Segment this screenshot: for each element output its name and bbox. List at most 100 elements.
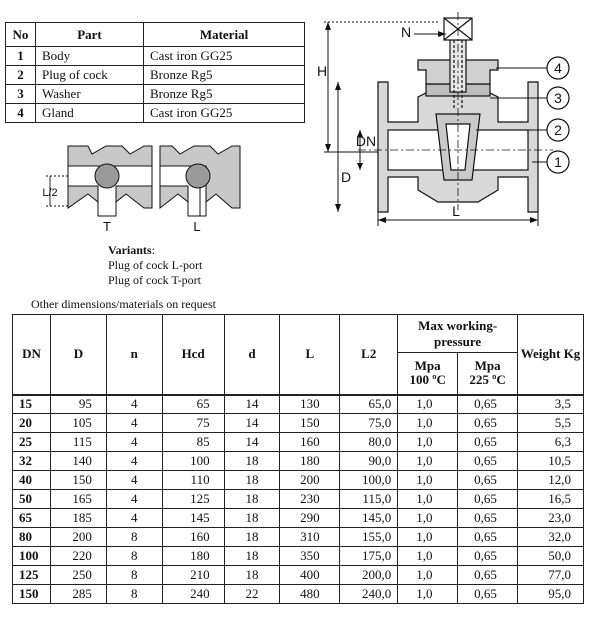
dims-cell-dn: 65 bbox=[12, 508, 51, 528]
dims-cell-weight: 77,0 bbox=[517, 565, 584, 585]
dims-cell-mpa-225: 0,65 bbox=[457, 393, 519, 414]
dims-cell-dsmall: 18 bbox=[223, 546, 281, 566]
variant-item-t-port: Plug of cock T-port bbox=[108, 273, 201, 287]
dims-cell-d: 140 bbox=[49, 451, 107, 471]
dims-cell-mpa-100: 1,0 bbox=[397, 432, 459, 452]
dims-cell-dn: 20 bbox=[12, 413, 51, 433]
dims-cell-hcd: 160 bbox=[161, 527, 225, 547]
dims-cell-d: 185 bbox=[49, 508, 107, 528]
dims-header-d: D bbox=[49, 314, 107, 395]
parts-cell-no: 2 bbox=[5, 65, 36, 85]
dims-cell-n: 4 bbox=[105, 489, 163, 509]
dims-header-mpa-225: Mpa 225 ºC bbox=[457, 352, 519, 395]
dims-cell-weight: 6,3 bbox=[517, 432, 584, 452]
dims-header-hcd: Hcd bbox=[161, 314, 225, 395]
dim-l2-label: L/2 bbox=[42, 187, 57, 199]
dims-cell-d: 150 bbox=[49, 470, 107, 490]
dims-cell-mpa-225: 0,65 bbox=[457, 565, 519, 585]
dims-cell-d: 200 bbox=[49, 527, 107, 547]
parts-cell-no: 3 bbox=[5, 84, 36, 104]
dims-cell-mpa-100: 1,0 bbox=[397, 546, 459, 566]
dims-cell-mpa-100: 1,0 bbox=[397, 508, 459, 528]
dims-cell-weight: 3,5 bbox=[517, 393, 584, 414]
dims-cell-mpa-225: 0,65 bbox=[457, 527, 519, 547]
dims-cell-l2: 155,0 bbox=[339, 527, 399, 547]
dims-cell-dn: 40 bbox=[12, 470, 51, 490]
dims-cell-hcd: 85 bbox=[161, 432, 225, 452]
dims-cell-d: 220 bbox=[49, 546, 107, 566]
dims-cell-n: 8 bbox=[105, 584, 163, 604]
dims-cell-weight: 95,0 bbox=[517, 584, 584, 604]
dims-cell-hcd: 180 bbox=[161, 546, 225, 566]
parts-cell-part: Plug of cock bbox=[35, 65, 144, 85]
dims-header-mpa-100-unit: Mpa bbox=[414, 358, 441, 374]
parts-header-no: No bbox=[5, 22, 36, 47]
dims-cell-dsmall: 14 bbox=[223, 413, 281, 433]
dims-cell-dsmall: 22 bbox=[223, 584, 281, 604]
dims-cell-l2: 175,0 bbox=[339, 546, 399, 566]
callout-1: 1 bbox=[554, 154, 562, 170]
dims-cell-hcd: 75 bbox=[161, 413, 225, 433]
dims-cell-l: 150 bbox=[279, 413, 341, 433]
dim-d-label: D bbox=[341, 169, 351, 185]
dims-cell-mpa-100: 1,0 bbox=[397, 451, 459, 471]
dims-cell-l2: 240,0 bbox=[339, 584, 399, 604]
parts-header-material: Material bbox=[143, 22, 305, 47]
dim-l-label: L bbox=[452, 203, 460, 219]
parts-cell-material: Bronze Rg5 bbox=[143, 84, 305, 104]
dims-cell-weight: 16,5 bbox=[517, 489, 584, 509]
parts-cell-no: 1 bbox=[5, 46, 36, 66]
dims-cell-dsmall: 18 bbox=[223, 451, 281, 471]
valve-cross-section-drawing: N H DN D L 4 3 2 1 bbox=[318, 12, 570, 226]
dims-header-mpa-225-unit: Mpa bbox=[474, 358, 501, 374]
dims-cell-n: 4 bbox=[105, 413, 163, 433]
dims-cell-l: 180 bbox=[279, 451, 341, 471]
dims-cell-dn: 32 bbox=[12, 451, 51, 471]
dims-cell-mpa-100: 1,0 bbox=[397, 584, 459, 604]
variants-heading: Variants bbox=[108, 243, 152, 257]
dims-cell-hcd: 125 bbox=[161, 489, 225, 509]
dims-cell-l: 350 bbox=[279, 546, 341, 566]
dims-cell-weight: 23,0 bbox=[517, 508, 584, 528]
dims-cell-dsmall: 18 bbox=[223, 527, 281, 547]
dims-cell-weight: 50,0 bbox=[517, 546, 584, 566]
dims-cell-l: 290 bbox=[279, 508, 341, 528]
dims-cell-n: 8 bbox=[105, 527, 163, 547]
parts-cell-part: Washer bbox=[35, 84, 144, 104]
dims-cell-n: 4 bbox=[105, 451, 163, 471]
dims-cell-hcd: 100 bbox=[161, 451, 225, 471]
dimensions-table: DN D n Hcd d L L2 Max working-pressure W… bbox=[12, 314, 584, 604]
dims-cell-dn: 25 bbox=[12, 432, 51, 452]
t-port-label: T bbox=[103, 219, 111, 234]
dimensions-note: Other dimensions/materials on request bbox=[31, 297, 216, 311]
dims-cell-mpa-225: 0,65 bbox=[457, 489, 519, 509]
callout-4: 4 bbox=[554, 60, 562, 76]
dims-header-mpa-100-temp: 100 ºC bbox=[409, 372, 446, 388]
dims-cell-dn: 150 bbox=[12, 584, 51, 604]
dims-cell-l: 130 bbox=[279, 393, 341, 414]
dims-cell-mpa-225: 0,65 bbox=[457, 432, 519, 452]
dims-cell-d: 250 bbox=[49, 565, 107, 585]
dims-cell-mpa-225: 0,65 bbox=[457, 451, 519, 471]
dims-cell-l: 310 bbox=[279, 527, 341, 547]
dims-cell-mpa-100: 1,0 bbox=[397, 470, 459, 490]
port-variant-drawings: L/2 T L bbox=[42, 145, 241, 234]
parts-header-part: Part bbox=[35, 22, 144, 47]
parts-cell-material: Bronze Rg5 bbox=[143, 65, 305, 85]
variant-item-l-port: Plug of cock L-port bbox=[108, 258, 203, 272]
dims-cell-l2: 65,0 bbox=[339, 393, 399, 414]
dims-cell-d: 105 bbox=[49, 413, 107, 433]
